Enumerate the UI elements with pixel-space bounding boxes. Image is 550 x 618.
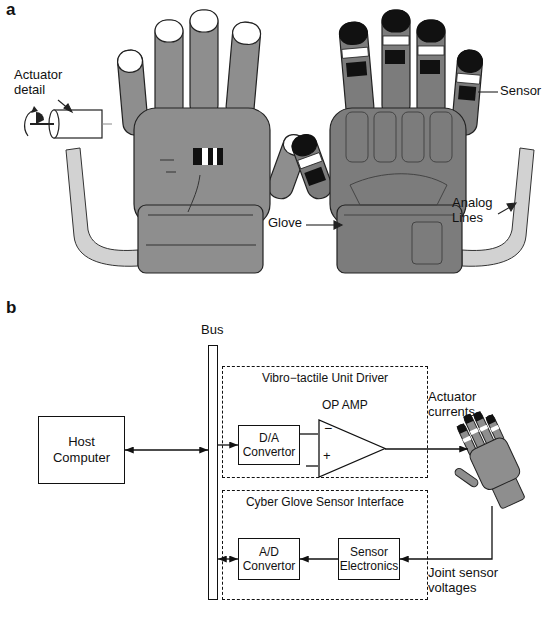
leader-lines — [58, 92, 516, 229]
module-group: Cyber Glove Sensor InterfaceA/D Converto… — [222, 490, 428, 600]
callout-label: Glove — [268, 216, 302, 231]
rotation-arrow — [25, 110, 34, 136]
converter-box: A/D Convertor — [238, 538, 300, 580]
hand-sensor — [485, 414, 496, 425]
fingertips — [117, 10, 311, 159]
glove-panel — [402, 112, 424, 162]
signal-arrow — [300, 433, 318, 434]
hand-band — [479, 425, 488, 432]
signal-arrow — [218, 444, 238, 445]
glove-seam — [344, 215, 454, 216]
glove-panel — [350, 174, 447, 205]
group-title: Vibro−tactile Unit Driver — [223, 371, 427, 385]
sensors — [304, 50, 476, 186]
signal-arrow — [218, 558, 238, 559]
actuator-stripe — [213, 148, 217, 165]
glove-panel — [346, 112, 368, 162]
palm-crease — [188, 175, 200, 212]
motor-body — [54, 110, 102, 138]
palm-mark — [160, 160, 176, 172]
node-text: − — [324, 420, 332, 437]
node-text: OP AMP — [322, 398, 368, 412]
motor-lead — [102, 124, 112, 125]
actuator-wire — [385, 448, 468, 449]
sensor — [346, 61, 367, 77]
sensor-wire — [400, 506, 492, 559]
glove-panels — [344, 112, 454, 264]
actuator-detail — [25, 106, 112, 138]
callout-label: Actuator detail — [14, 68, 76, 98]
node-text: A/D Convertor — [241, 545, 297, 574]
glove-panel — [430, 112, 452, 162]
op-amp-symbol: OP AMP − + — [318, 396, 386, 478]
hand-band — [470, 428, 479, 435]
sensor — [420, 60, 440, 74]
signal-arrow — [125, 449, 208, 450]
rotation-arrowhead — [31, 106, 38, 113]
hand-thumb — [454, 467, 480, 488]
panel-letter: a — [6, 0, 15, 20]
module-group: Vibro−tactile Unit DriverD/A Convertor OP… — [222, 366, 428, 478]
leader-arrowhead — [507, 203, 516, 211]
sensor-band — [298, 153, 323, 169]
glove-seam — [148, 215, 253, 216]
node-text: Host Computer — [41, 434, 122, 465]
analog-ribbon — [66, 148, 138, 266]
data-bus: Bus — [208, 345, 218, 600]
sensor-band — [418, 46, 444, 55]
op-amp-input — [306, 465, 318, 466]
motor-shaft — [30, 123, 54, 125]
sensor-band — [383, 36, 409, 45]
op-amp-outline — [319, 420, 385, 477]
glove-shape — [289, 10, 483, 273]
leader-line — [478, 91, 498, 92]
glove-strap — [146, 245, 256, 246]
sensor — [458, 85, 476, 100]
glove-panel — [374, 112, 396, 162]
sensor — [304, 167, 326, 186]
node-text: Bus — [201, 322, 223, 338]
node-text: + — [323, 448, 331, 464]
eccentric-mass — [36, 112, 44, 124]
panel-letter: b — [6, 298, 16, 318]
callout-label: Analog Lines — [452, 196, 504, 226]
signal-arrow — [300, 558, 338, 559]
hand-sensor — [456, 423, 467, 434]
actuator-unit — [193, 148, 223, 165]
leader-arrowhead — [334, 221, 342, 229]
group-title: Cyber Glove Sensor Interface — [223, 495, 427, 509]
actuator-stripe — [202, 148, 208, 165]
glove-panel — [412, 222, 442, 264]
process-box: Host Computer — [38, 416, 125, 484]
callout-label: Sensor — [500, 84, 541, 99]
leader-line — [306, 224, 338, 225]
sensor — [385, 50, 405, 64]
node-text: Sensor Electronics — [340, 545, 399, 574]
glove-right — [289, 10, 534, 273]
electronics-box: Sensor Electronics — [338, 538, 400, 580]
sensor-band — [457, 73, 481, 84]
glove-shape — [117, 10, 311, 273]
hand-band — [490, 425, 499, 432]
fingertips — [289, 10, 483, 159]
node-text: D/A Convertor — [241, 431, 297, 460]
leader-arrowhead — [64, 104, 72, 112]
signal-label: Joint sensor voltages — [428, 566, 523, 596]
glove-hand — [434, 405, 532, 522]
sensor-band — [342, 47, 369, 58]
sensor-bands — [298, 36, 481, 169]
signal-label: Actuator currents — [428, 390, 508, 420]
converter-box: D/A Convertor — [238, 425, 300, 465]
hand-band — [462, 436, 471, 443]
glove-left — [66, 10, 311, 273]
